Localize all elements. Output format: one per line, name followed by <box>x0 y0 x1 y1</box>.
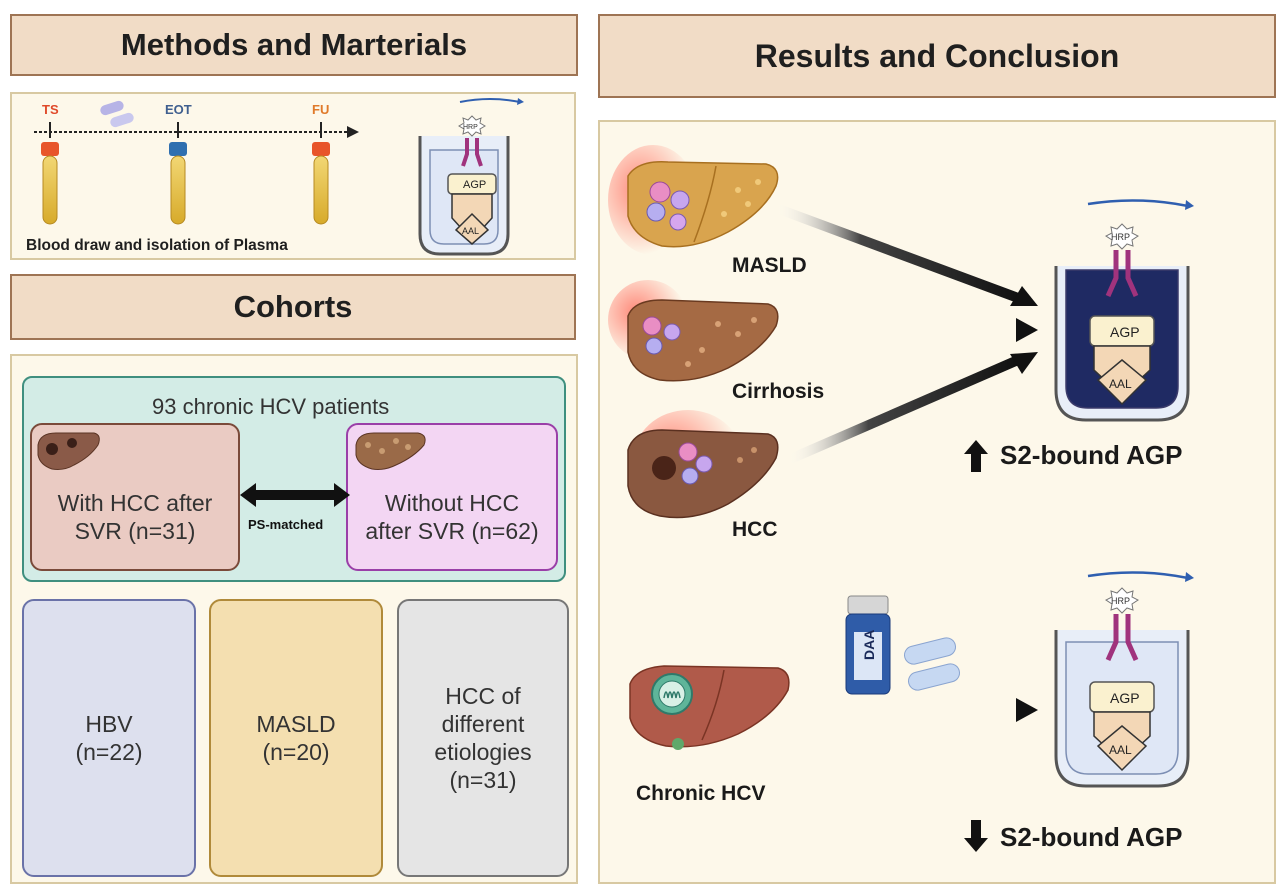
condition-hcc: HCC <box>732 518 778 541</box>
cohorts-title: Cohorts <box>233 289 353 324</box>
cohorts-header: Cohorts <box>10 274 576 340</box>
hbv-line2: (n=22) <box>75 739 143 765</box>
liver-hcc-large-icon <box>627 410 779 519</box>
timeline-diagram: TS EOT FU Blood draw and isolation of Pl… <box>26 98 524 256</box>
liver-hcv-icon <box>629 665 790 750</box>
results-diagram: MASLD Cirrhosis HCC HRP <box>608 145 1194 852</box>
up-arrow-icon <box>964 440 988 472</box>
liver-hcc-icon <box>37 432 100 470</box>
elisa-well-dark-icon: HRP AGP AAL <box>1054 199 1194 422</box>
label-eot: EOT <box>165 102 192 117</box>
hcv-patients-title: 93 chronic HCV patients <box>152 394 390 419</box>
hcv-arrow <box>798 698 1038 722</box>
masld-line2: (n=20) <box>262 739 330 765</box>
liver-masld-icon <box>608 145 779 255</box>
blood-tube-ts-icon <box>41 142 59 225</box>
results-title: Results and Conclusion <box>754 37 1120 74</box>
condition-chronic-hcv: Chronic HCV <box>636 782 766 805</box>
condition-masld: MASLD <box>732 254 807 277</box>
blood-tube-eot-icon <box>169 142 187 225</box>
hrp-label-upper: HRP <box>1111 232 1130 242</box>
agp-label-lower: AGP <box>1110 690 1140 706</box>
hcc-etiologies-box: HCC of different etiologies (n=31) <box>397 599 569 877</box>
elisa-well-light-icon: HRP AGP AAL <box>1054 571 1194 788</box>
methods-title: Methods and Marterials <box>120 27 468 62</box>
timeline-arrowhead <box>347 126 359 138</box>
hcc-etiologies-line3: etiologies <box>434 739 532 765</box>
converging-arrows <box>774 203 1038 465</box>
methods-panel: TS EOT FU Blood draw and isolation of Pl… <box>10 92 576 260</box>
results-header: Results and Conclusion <box>598 14 1276 98</box>
liver-cirrhosis-icon <box>608 280 779 382</box>
hrp-label-lower: HRP <box>1111 596 1130 606</box>
methods-header: Methods and Marterials <box>10 14 578 76</box>
small-agp-label: AGP <box>463 179 486 191</box>
without-hcc-line1: Without HCC <box>384 490 520 516</box>
hbv-line1: HBV <box>85 711 133 737</box>
increase-label: S2-bound AGP <box>1000 440 1182 470</box>
decrease-label: S2-bound AGP <box>1000 822 1182 852</box>
down-arrow-icon <box>964 820 988 852</box>
liver-cirrhotic-icon <box>355 432 426 470</box>
elisa-well-icon: HRP AGP AAL <box>418 98 524 256</box>
hbv-box: HBV (n=22) <box>22 599 196 877</box>
small-hrp-label: HRP <box>463 124 478 131</box>
pills-icon <box>100 100 134 128</box>
hcc-etiologies-line2: different <box>441 711 525 737</box>
label-fu: FU <box>312 102 329 117</box>
small-aal-label: AAL <box>462 226 479 236</box>
hcc-etiologies-line4: (n=31) <box>449 767 517 793</box>
daa-bottle-icon: DAA <box>845 595 891 695</box>
ps-matched-arrow <box>240 483 350 507</box>
masld-box: MASLD (n=20) <box>209 599 383 877</box>
with-hcc-line2: SVR (n=31) <box>74 518 196 544</box>
aal-label-upper: AAL <box>1109 377 1132 391</box>
daa-label: DAA <box>861 630 877 660</box>
blood-tube-fu-icon <box>312 142 330 225</box>
capsule-pills-icon <box>904 637 960 691</box>
methods-caption: Blood draw and isolation of Plasma <box>26 237 288 254</box>
masld-line1: MASLD <box>256 711 336 737</box>
aal-label-lower: AAL <box>1109 743 1132 757</box>
with-hcc-line1: With HCC after <box>57 490 213 516</box>
agp-label-upper: AGP <box>1110 324 1140 340</box>
ps-matched-label: PS-matched <box>248 517 324 532</box>
without-hcc-line2: after SVR (n=62) <box>365 518 539 544</box>
condition-cirrhosis: Cirrhosis <box>732 380 824 403</box>
label-ts: TS <box>42 102 59 117</box>
hcc-etiologies-line1: HCC of <box>445 683 521 709</box>
